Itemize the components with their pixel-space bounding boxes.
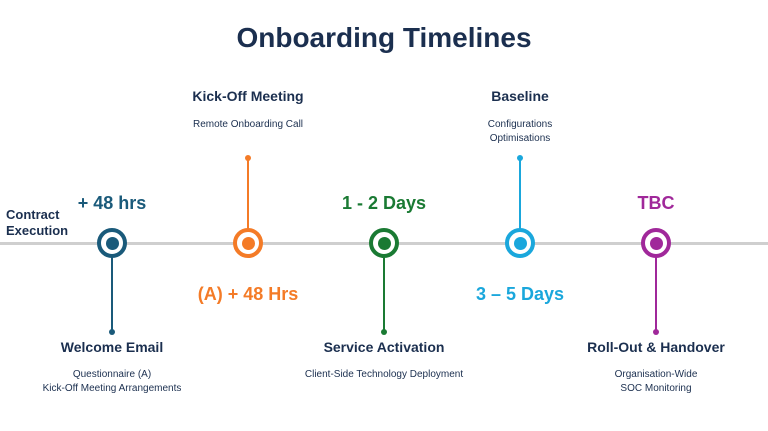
contract-label-line-1: Contract bbox=[6, 207, 60, 222]
stage-details: Questionnaire (A) Kick-Off Meeting Arrang… bbox=[7, 368, 217, 396]
stage-node bbox=[97, 228, 127, 258]
page-title: Onboarding Timelines bbox=[236, 22, 532, 53]
stage-duration: 1 - 2 Days bbox=[341, 193, 427, 213]
stage-duration: (A) + 48 Hrs bbox=[197, 284, 299, 304]
stage-stem-dot bbox=[653, 329, 659, 335]
stage-heading: Roll-Out & Handover bbox=[587, 339, 725, 355]
stage-heading: Service Activation bbox=[323, 339, 445, 355]
stage-detail-line: Client-Side Technology Deployment bbox=[304, 369, 464, 380]
stage-stem bbox=[247, 158, 249, 243]
stage-node bbox=[505, 228, 535, 258]
stage-heading: Baseline bbox=[491, 88, 549, 104]
stage-duration: 3 – 5 Days bbox=[475, 284, 565, 304]
stage-node-dot bbox=[105, 236, 119, 250]
contract-execution-label: Contract Execution bbox=[6, 207, 68, 239]
stage-duration: + 48 hrs bbox=[77, 193, 147, 213]
stage-stem-dot bbox=[109, 329, 115, 335]
stage-stem bbox=[519, 158, 521, 243]
stage-detail-line: Organisation-Wide bbox=[614, 369, 698, 380]
stage-stem bbox=[111, 243, 113, 332]
stage-heading: Welcome Email bbox=[60, 339, 164, 355]
stage-node bbox=[641, 228, 671, 258]
stage-node bbox=[369, 228, 399, 258]
stage-node-dot bbox=[377, 236, 391, 250]
stage-stem-dot bbox=[517, 155, 523, 161]
stage-stem-dot bbox=[381, 329, 387, 335]
stage-stem bbox=[383, 243, 385, 332]
stage-node-dot bbox=[513, 236, 527, 250]
stage-heading: Kick-Off Meeting bbox=[192, 88, 304, 104]
stage-detail-line: Optimisations bbox=[489, 133, 551, 144]
stage-detail-line: SOC Monitoring bbox=[620, 383, 692, 394]
stage-detail-line: Questionnaire (A) bbox=[72, 369, 152, 380]
stage-duration: TBC bbox=[637, 193, 675, 213]
stage-stem bbox=[655, 243, 657, 332]
stage-detail-line: Remote Onboarding Call bbox=[192, 119, 304, 130]
stage-node bbox=[233, 228, 263, 258]
stage-details: Client-Side Technology Deployment bbox=[279, 368, 489, 382]
stage-details: Remote Onboarding Call bbox=[143, 118, 353, 132]
contract-label-line-2: Execution bbox=[6, 223, 69, 238]
stage-node-dot bbox=[241, 236, 255, 250]
stage-node-dot bbox=[649, 236, 663, 250]
stage-detail-line: Configurations bbox=[487, 119, 553, 130]
stage-stem-dot bbox=[245, 155, 251, 161]
stage-detail-line: Kick-Off Meeting Arrangements bbox=[42, 383, 182, 394]
